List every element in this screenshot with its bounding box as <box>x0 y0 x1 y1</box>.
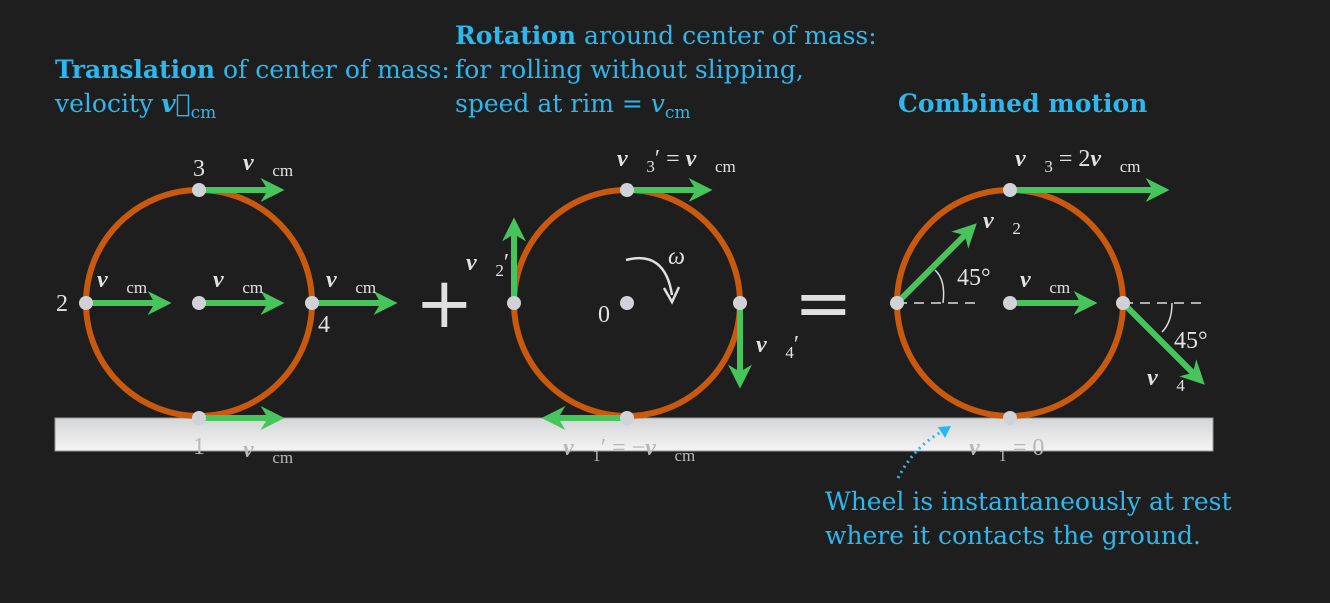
point-label-2: 2 <box>56 291 68 317</box>
vector-arrow <box>1120 300 1205 385</box>
omega-label: ω <box>668 244 685 270</box>
combined-title: Combined motion <box>898 89 1147 118</box>
point-dot <box>890 296 904 310</box>
point-dot <box>507 296 521 310</box>
v3-prime-label: v⃗3′ = v⃗cm <box>617 146 736 176</box>
point-dot <box>305 296 319 310</box>
vcm-label-top: v⃗cm <box>243 150 293 180</box>
angle-label-45-left: 45° <box>957 265 991 291</box>
point-label-3: 3 <box>193 156 205 182</box>
rotation-line3: speed at rim = vcm <box>455 89 691 123</box>
note-pointer-arrowhead-icon <box>938 426 951 438</box>
vcm-combined-label: v⃗cm <box>1020 267 1070 297</box>
center-dot <box>1003 296 1017 310</box>
rotation-line2: for rolling without slipping, <box>455 55 804 84</box>
rotation-arrowhead-icon <box>662 286 681 305</box>
vector-arrow <box>894 223 977 306</box>
vcm-label-bottom: v⃗cm <box>243 437 293 467</box>
angle-label-45-right: 45° <box>1174 328 1208 354</box>
point-label-1: 1 <box>193 434 205 460</box>
note-pointer-arrow <box>896 428 946 479</box>
v4-combined-label: v⃗4 <box>1147 365 1185 395</box>
rotation-wheel <box>502 178 752 430</box>
angle-arc-icon <box>1161 302 1173 333</box>
translation-title: Translation of center of mass: <box>55 55 450 84</box>
v2-prime-label: v⃗2′ <box>466 250 509 280</box>
vcm-label-right: v⃗cm <box>326 267 376 297</box>
origin-label: 0 <box>598 302 610 328</box>
v2-combined-label: v⃗2 <box>983 208 1021 238</box>
note-line-2: where it contacts the ground. <box>825 521 1201 550</box>
v4-prime-label: v⃗4′ <box>756 332 799 362</box>
equals-sign: = <box>794 262 853 344</box>
point-dot <box>1003 183 1017 197</box>
ground <box>54 417 1214 452</box>
translation-subtitle: velocity v⃗cm <box>54 89 216 123</box>
plus-sign: + <box>415 262 474 344</box>
translation-wheel <box>79 178 398 430</box>
vcm-label-center: v⃗cm <box>213 267 263 297</box>
point-dot <box>620 411 634 425</box>
note-line-1: Wheel is instantaneously at rest <box>825 487 1232 516</box>
center-dot <box>192 296 206 310</box>
point-dot <box>620 183 634 197</box>
rotation-title: Rotation around center of mass: <box>455 21 877 50</box>
point-dot <box>79 296 93 310</box>
point-dot <box>192 411 206 425</box>
angle-arc-icon <box>934 269 945 304</box>
vcm-label-left: v⃗cm <box>97 267 147 297</box>
point-label-4: 4 <box>318 312 330 338</box>
point-dot <box>1003 411 1017 425</box>
rotation-arrow-icon <box>625 257 674 296</box>
v3-combined-label: v⃗3 = 2v⃗cm <box>1015 146 1140 176</box>
point-dot <box>733 296 747 310</box>
center-dot <box>620 296 634 310</box>
point-dot <box>1116 296 1130 310</box>
v1-combined-label: v⃗1 = 0 <box>969 435 1044 465</box>
combined-wheel <box>890 178 1205 425</box>
v1-prime-label: v⃗1′ = −v⃗cm <box>563 435 695 465</box>
point-dot <box>192 183 206 197</box>
